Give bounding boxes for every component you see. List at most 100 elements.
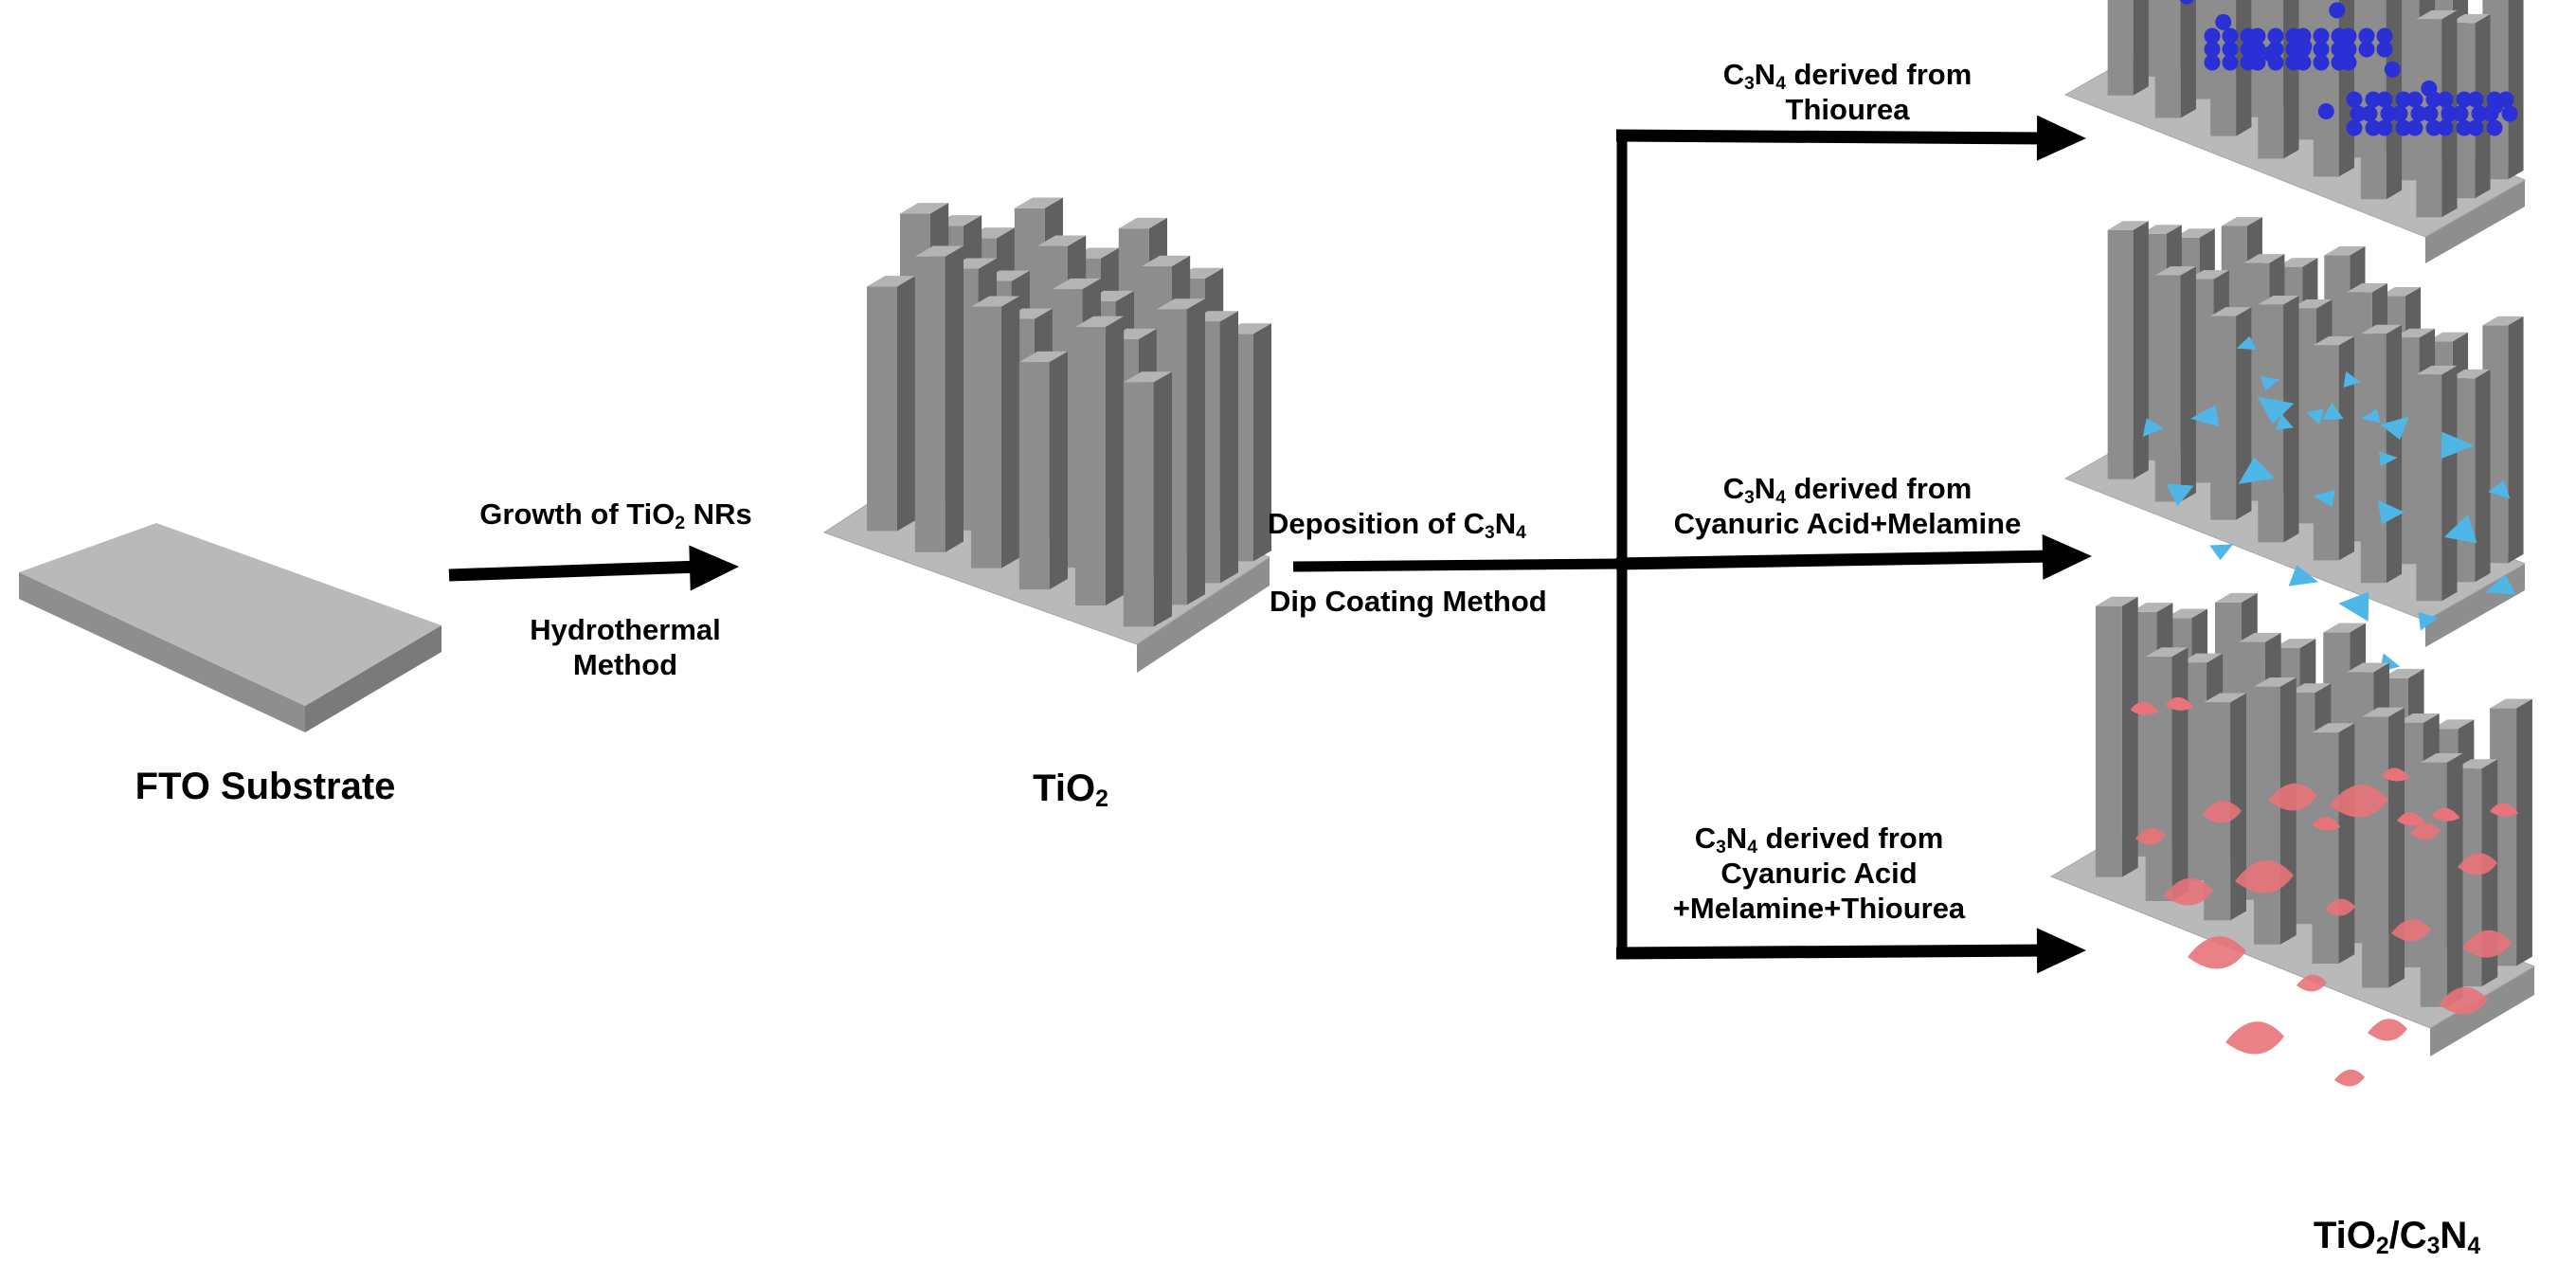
rod-top-face bbox=[2396, 713, 2440, 723]
rod-top-face bbox=[2393, 328, 2436, 338]
rod-top-face bbox=[2416, 9, 2458, 20]
slab-front-face bbox=[2425, 180, 2525, 263]
curled-sheet bbox=[2334, 1069, 2365, 1087]
rod-side-face bbox=[2133, 221, 2149, 479]
tio2-nanorod-array bbox=[822, 197, 1271, 673]
slab-front-face bbox=[2430, 966, 2534, 1056]
rod-front-face bbox=[2313, 345, 2339, 561]
sphere bbox=[2467, 119, 2484, 136]
rod-top-face bbox=[2277, 258, 2318, 267]
rod-side-face bbox=[2508, 0, 2524, 180]
rod-top-face bbox=[2312, 723, 2355, 733]
flake bbox=[2209, 544, 2234, 561]
fto-substrate-slab bbox=[19, 523, 441, 732]
sphere bbox=[2204, 27, 2221, 45]
curled-sheet bbox=[2188, 936, 2246, 969]
rod-top-face bbox=[971, 296, 1020, 307]
rod-side-face bbox=[1153, 371, 1172, 627]
rod-side-face bbox=[1049, 351, 1068, 590]
sphere bbox=[2262, 45, 2279, 63]
rod-top-face bbox=[1052, 278, 1101, 290]
sphere bbox=[2249, 41, 2266, 58]
sphere bbox=[2346, 91, 2363, 108]
sphere bbox=[2437, 119, 2454, 136]
rod-front-face bbox=[2362, 716, 2389, 988]
sphere bbox=[2179, 0, 2194, 5]
rod-side-face bbox=[2171, 647, 2189, 902]
curled-sheet bbox=[2268, 783, 2317, 811]
rod-front-face bbox=[1018, 362, 1050, 590]
rod-top-face bbox=[2360, 324, 2403, 334]
rod-side-face bbox=[2283, 0, 2299, 159]
rod-side-face bbox=[2133, 0, 2149, 96]
sphere bbox=[2358, 27, 2375, 45]
rod-side-face bbox=[1252, 323, 1271, 562]
flake bbox=[2142, 418, 2164, 438]
flake bbox=[2441, 431, 2475, 460]
nanorod bbox=[867, 276, 916, 532]
nanorod bbox=[1123, 371, 1172, 627]
rod-top-face bbox=[2416, 365, 2458, 375]
nanorod bbox=[2154, 0, 2196, 118]
branch3-arrow-head bbox=[2036, 928, 2086, 974]
rod-top-face bbox=[1014, 197, 1063, 208]
sphere bbox=[2296, 38, 2313, 55]
flake bbox=[2322, 402, 2344, 421]
flake bbox=[2275, 414, 2294, 430]
nanorod bbox=[2107, 0, 2149, 96]
rod-side-face bbox=[2388, 707, 2405, 988]
rod-top-face bbox=[2455, 759, 2498, 769]
sphere bbox=[2340, 27, 2357, 45]
curled-sheet bbox=[2225, 1021, 2284, 1055]
rod-top-face bbox=[1118, 217, 1167, 229]
sphere bbox=[2329, 2, 2346, 19]
flake bbox=[2380, 416, 2409, 441]
curled-sheet bbox=[2235, 860, 2294, 894]
rod-top-face bbox=[2204, 693, 2246, 703]
rod-top-face bbox=[2154, 266, 2196, 276]
sphere bbox=[2376, 27, 2393, 45]
sphere bbox=[2441, 105, 2458, 122]
rod-side-face bbox=[1001, 296, 1020, 569]
rod-top-face bbox=[2324, 245, 2366, 256]
sphere bbox=[2222, 27, 2239, 45]
nanorod bbox=[2420, 752, 2463, 1007]
sphere bbox=[2204, 41, 2221, 58]
rod-top-face bbox=[2253, 677, 2297, 687]
rod-top-face bbox=[2381, 668, 2424, 678]
curled-sheet bbox=[2458, 853, 2497, 876]
rod-top-face bbox=[2420, 752, 2463, 763]
rod-top-face bbox=[2188, 270, 2229, 280]
curled-sheet bbox=[2135, 827, 2166, 845]
rod-top-face bbox=[2346, 282, 2387, 293]
rod-top-face bbox=[2347, 662, 2389, 673]
growth-arrow-head bbox=[689, 545, 739, 591]
flake bbox=[2338, 591, 2369, 622]
flake bbox=[2190, 405, 2220, 427]
nanorod bbox=[2362, 707, 2405, 988]
curled-sheet bbox=[2312, 817, 2341, 831]
sphere bbox=[2410, 105, 2427, 122]
curled-sheet bbox=[2381, 767, 2410, 782]
growth-tio2-nrs-label: Growth of TiO2 NRs bbox=[479, 497, 752, 533]
rod-side-face bbox=[2508, 316, 2524, 564]
slab-front-face bbox=[1137, 557, 1270, 673]
rod-side-face bbox=[2236, 307, 2252, 520]
nanorod bbox=[1018, 351, 1068, 590]
rod-top-face bbox=[1142, 255, 1191, 266]
rod-side-face bbox=[2230, 693, 2246, 921]
sphere bbox=[2471, 105, 2488, 122]
rod-side-face bbox=[2441, 365, 2458, 602]
flake bbox=[2418, 611, 2439, 631]
rod-side-face bbox=[2121, 596, 2138, 877]
flake bbox=[2236, 335, 2258, 350]
branch2-arrow-head bbox=[2042, 533, 2092, 580]
sphere bbox=[2361, 105, 2378, 122]
dip-coating-method-label: Dip Coating Method bbox=[1270, 585, 1547, 618]
nanorod bbox=[2258, 295, 2299, 543]
flake bbox=[2260, 376, 2280, 391]
rod-front-face bbox=[2258, 304, 2284, 543]
rod-top-face bbox=[2449, 369, 2491, 379]
